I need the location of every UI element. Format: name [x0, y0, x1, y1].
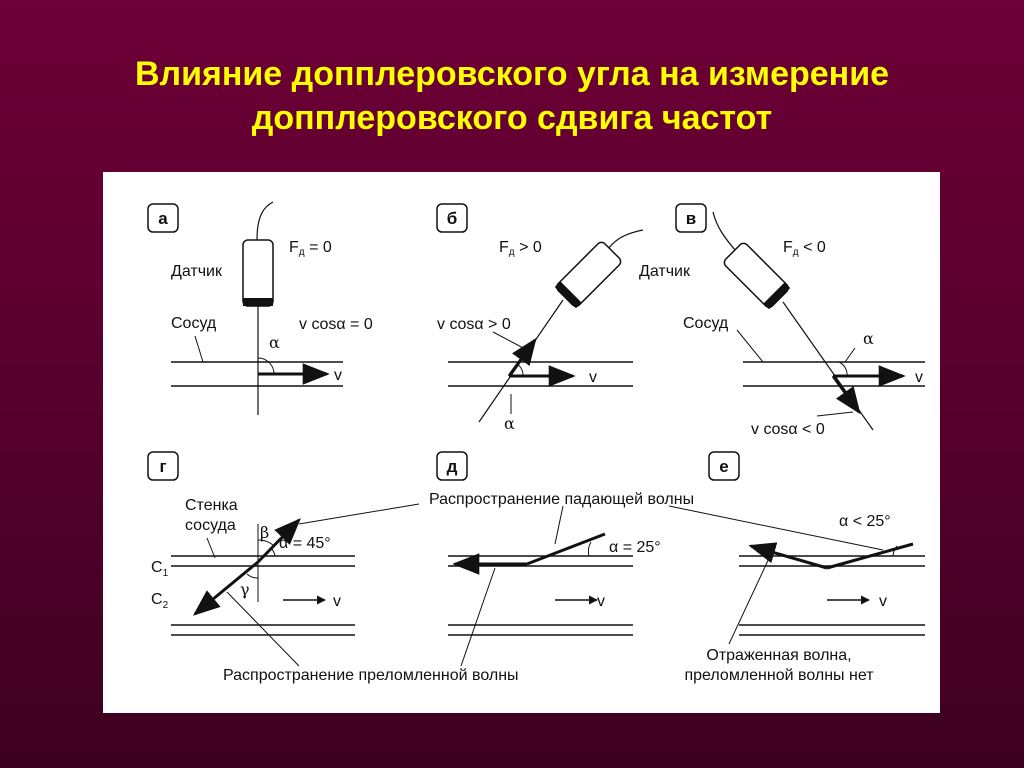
panel-e-reflected-leader — [728, 553, 772, 645]
panel-d-refracted-leader — [460, 567, 496, 667]
panel-g-c2-label: C2 — [151, 591, 169, 611]
panel-v-letter: в — [686, 209, 696, 228]
panel-e-velocity-label: v — [879, 593, 887, 610]
panel-d-letter-box — [436, 451, 468, 481]
panel-v-angle-leader — [844, 347, 856, 363]
slide-title-line-1: Влияние допплеровского угла на измерение — [134, 55, 890, 93]
panel-b-angle-label: α — [504, 414, 515, 433]
panel-d-letter: д — [447, 457, 458, 476]
slide-title-line-2: допплеровского сдвига частот — [251, 99, 773, 137]
refracted-wave-label: Распространение преломленной волны — [223, 667, 519, 684]
panel-g-wall-leader — [206, 537, 216, 559]
panel-e-incident-leader — [668, 505, 884, 551]
panel-g-refracted-leader — [226, 591, 300, 667]
panel-b-freq-label: Fд > 0 — [499, 239, 542, 258]
panel-a-angle-label: α — [269, 333, 280, 352]
panel-a-freq-label: Fд = 0 — [289, 239, 332, 258]
panel-e-angle-arc — [892, 545, 898, 557]
panel-a-letter-box — [147, 203, 179, 233]
reflected-wave-label-line-1: Отраженная волна, — [706, 647, 851, 664]
panel-a-probe-cable — [256, 201, 274, 241]
panel-a-vessel-label: Сосуд — [171, 315, 217, 332]
panel-e-incident-arrowhead — [894, 543, 914, 550]
panel-g-beta-arc — [257, 539, 275, 547]
panel-d-incident-wave — [526, 532, 606, 566]
panel-g-gamma-arc — [246, 573, 259, 579]
panel-b-angle-arc — [516, 363, 524, 377]
panel-v-probe-label: Датчик — [639, 263, 691, 280]
panel-e-reflected-wave — [748, 542, 828, 570]
panel-a-angle-arc — [257, 357, 275, 375]
panel-g-velocity-label: v — [333, 593, 341, 610]
panel-b-vcos-label: v cosα > 0 — [437, 316, 511, 333]
panel-v-letter-box — [675, 203, 707, 233]
panel-g-alpha-arc — [270, 547, 276, 557]
panel-b-letter: б — [447, 209, 458, 228]
panel-g-refracted-wave — [192, 560, 259, 616]
panel-d-velocity-label: v — [597, 593, 605, 610]
panel-g-incident-leader — [298, 503, 420, 525]
panel-v-probe-cable — [712, 211, 736, 251]
panel-g-letter-box — [147, 451, 179, 481]
panel-v-velocity-label: v — [915, 369, 923, 386]
panel-a-velocity-label: v — [334, 367, 342, 384]
panel-b-probe — [554, 241, 622, 309]
panel-b-letter-box — [436, 203, 468, 233]
panel-e-letter: е — [719, 457, 728, 476]
panel-g: г Стенка сосуда β — [147, 451, 420, 667]
panel-d: д α = 25° v — [436, 451, 661, 667]
panel-b: б Fд > 0 v cosα > 0 α v — [436, 203, 644, 433]
panel-a-probe-label: Датчик — [171, 263, 223, 280]
panel-v-angle-arc — [838, 361, 848, 377]
panel-g-angle-label: α = 45° — [279, 535, 331, 552]
panel-e-angle-label: α < 25° — [839, 513, 891, 530]
panel-d-incident-leader — [554, 505, 564, 545]
panel-b-vcos-arrow — [507, 337, 537, 377]
panel-a-probe — [242, 239, 274, 307]
panel-v-probe — [723, 242, 791, 310]
panel-v-freq-label: Fд < 0 — [783, 239, 826, 258]
incident-wave-label: Распространение падающей волны — [429, 491, 694, 508]
panel-v-vcos-leader — [816, 411, 854, 417]
reflected-wave-label-line-2: преломленной волны нет — [684, 667, 874, 684]
panel-a: а Fд = 0 Датчик Сосуд v cosα = 0 α v — [147, 201, 373, 415]
panel-b-velocity-label: v — [589, 369, 597, 386]
panel-g-wall-label-2: сосуда — [185, 517, 236, 534]
panel-v-vessel-leader — [736, 329, 764, 363]
panel-g-wall-label-1: Стенка — [185, 497, 238, 514]
panel-v-angle-label: α — [863, 329, 874, 348]
panel-v-vcos-arrow — [831, 375, 861, 415]
panel-g-c1-label: C1 — [151, 559, 169, 579]
panel-a-letter: а — [158, 209, 168, 228]
panel-b-vcos-leader — [492, 331, 528, 351]
panel-d-angle-label: α = 25° — [609, 539, 661, 556]
panel-d-incident-arrowhead — [564, 533, 606, 550]
panel-v: в Fд < 0 Датчик Сосуд — [639, 203, 925, 438]
panel-g-letter: г — [159, 457, 166, 476]
panel-g-gamma-label: γ — [240, 580, 250, 599]
panel-a-probe-tip — [243, 298, 273, 306]
panel-d-angle-arc — [587, 541, 592, 557]
panel-v-vessel-label: Сосуд — [683, 315, 729, 332]
panel-a-vessel-leader — [194, 335, 204, 363]
doppler-angle-figure: а Fд = 0 Датчик Сосуд v cosα = 0 α v — [103, 172, 940, 713]
panel-g-incident-wave — [256, 518, 301, 564]
figure-drawing: а Fд = 0 Датчик Сосуд v cosα = 0 α v — [147, 201, 925, 684]
panel-a-vcos-label: v cosα = 0 — [299, 316, 373, 333]
panel-v-vcos-label: v cosα < 0 — [751, 421, 825, 438]
slide-title: Влияние допплеровского угла на измерение… — [0, 52, 1024, 140]
panel-g-beta-label: β — [260, 523, 269, 542]
panel-e-letter-box — [708, 451, 740, 481]
panel-e: е α < 25° v — [668, 451, 925, 645]
